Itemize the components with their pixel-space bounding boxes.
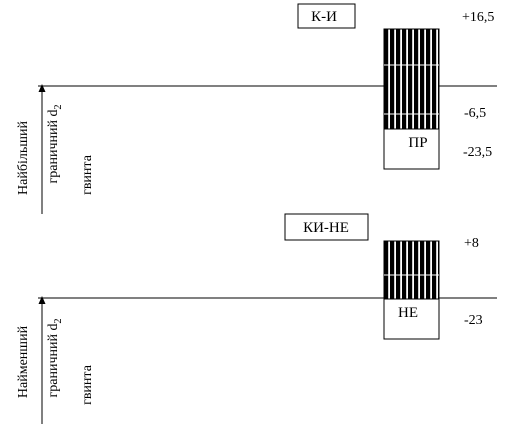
upper-axis-label-main: Найбільший [16, 121, 31, 195]
lower-tolerance-lower: -23 [464, 313, 483, 328]
upper-gauge-label: К-И [311, 9, 337, 25]
lower-gauge-label-box [284, 213, 369, 241]
lower-axis-arrow [38, 296, 46, 304]
upper-diagram: К-И ПР +16,5 -6,5 -23,5 Найбільший грани… [16, 3, 497, 214]
lower-axis-label-line2: гвинта [80, 364, 95, 405]
upper-tolerance-lower: -23,5 [463, 145, 492, 160]
upper-hatched-zone [383, 28, 440, 130]
upper-tolerance-mid: -6,5 [464, 106, 486, 121]
upper-axis-label-line2: гвинта [80, 154, 95, 195]
lower-tolerance-upper: +8 [464, 236, 479, 251]
upper-tolerance-upper: +16,5 [462, 10, 494, 25]
lower-hatched-zone [383, 240, 440, 300]
upper-zone-label: ПР [408, 135, 427, 151]
lower-white-zone [383, 298, 440, 340]
lower-axis-label-main: Найменший [16, 325, 31, 398]
lower-axis-label-line1: граничний d2 [46, 319, 64, 398]
upper-gauge-label-box [297, 3, 356, 29]
upper-white-zone [383, 128, 440, 170]
lower-diagram: КИ-НЕ НЕ +8 -23 Найменший граничний d2 г… [16, 213, 497, 424]
lower-zone-label: НЕ [398, 305, 418, 321]
upper-axis-arrow [38, 84, 46, 92]
lower-gauge-label: КИ-НЕ [303, 220, 349, 236]
upper-axis-label-line1: граничний d2 [46, 105, 64, 184]
